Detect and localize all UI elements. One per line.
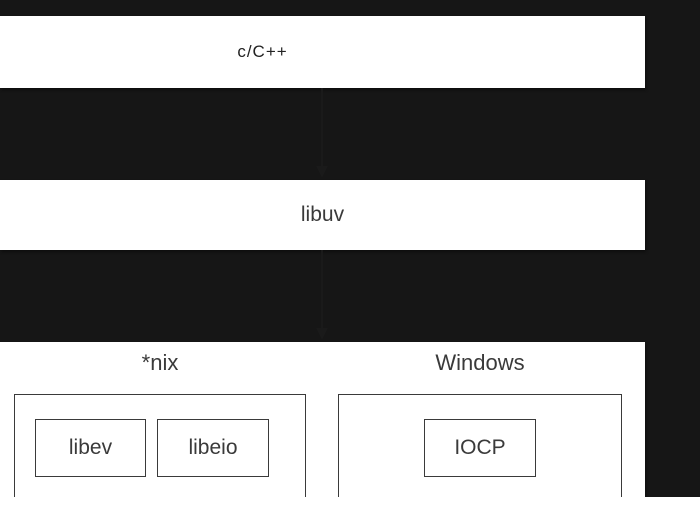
layer-label-libuv: libuv <box>300 203 345 226</box>
lib-label-libev: libev <box>68 436 113 459</box>
platform-label-windows: Windows <box>435 350 525 375</box>
lib-box-libeio: libeio <box>157 419 269 477</box>
platform-frame-nix: libev libeio <box>14 394 306 504</box>
lib-label-libeio: libeio <box>188 436 238 459</box>
arrow-head <box>316 328 328 340</box>
arrow-libuv-to-platforms <box>316 250 328 342</box>
layer-box-c-cpp: c/C++ <box>0 16 645 88</box>
lib-box-libev: libev <box>35 419 146 477</box>
arrow-shaft <box>321 250 323 330</box>
layer-box-libuv: libuv <box>0 180 645 250</box>
platform-frame-windows: IOCP <box>338 394 622 504</box>
arrow-shaft <box>321 88 323 168</box>
lib-label-iocp: IOCP <box>454 436 506 459</box>
layer-box-platforms: *nix Windows libev libeio IOCP <box>0 342 645 504</box>
arrow-c-cpp-to-libuv <box>316 88 328 180</box>
layer-label-c-cpp: c/C++ <box>237 42 288 61</box>
lib-box-iocp: IOCP <box>424 419 536 477</box>
arrow-head <box>316 166 328 178</box>
platform-label-nix: *nix <box>141 350 179 375</box>
bottom-margin-strip <box>0 497 700 516</box>
